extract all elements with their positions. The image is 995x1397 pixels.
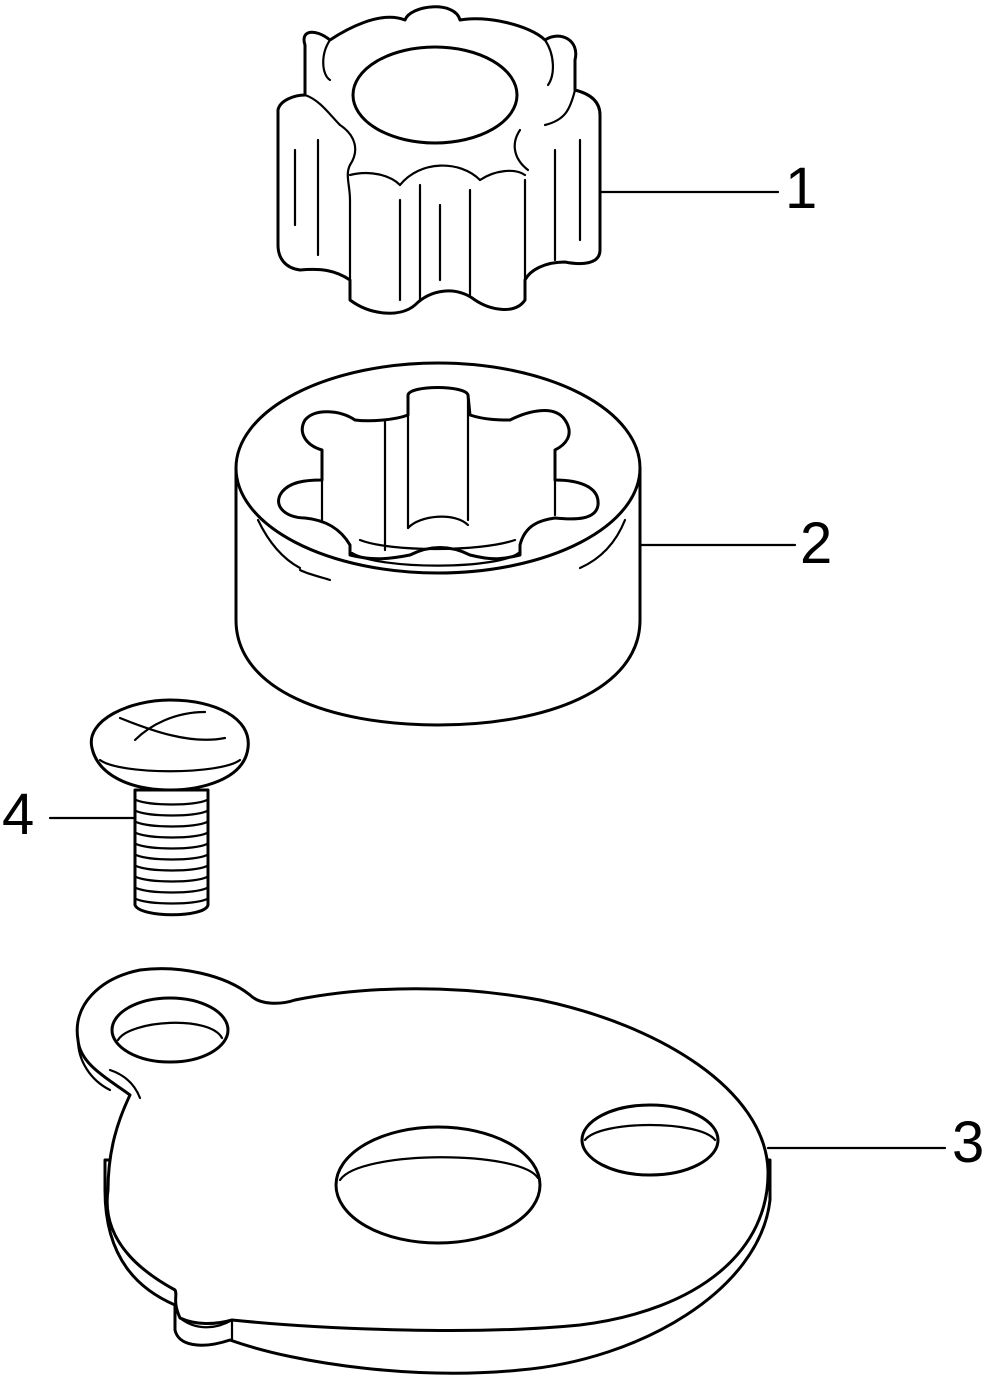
inner-rotor-gear [276,5,602,315]
screw-thread [134,831,209,839]
callout-label-3: 3 [952,1110,984,1175]
screw-thread [134,897,209,905]
screw-thread [134,798,209,806]
cover-plate [75,967,772,1375]
callout-4: 4 [2,782,137,847]
screw-thread [134,886,209,894]
screw-thread [134,809,209,817]
screw-thread [134,875,209,883]
screw-thread [134,853,209,861]
outer-rotor-ring [234,361,642,727]
screw-thread [134,820,209,828]
screw-thread [134,842,209,850]
screw [89,698,250,917]
callout-label-4: 4 [2,782,34,847]
callout-3: 3 [766,1110,984,1175]
callout-2: 2 [638,511,832,576]
screw-thread [134,864,209,872]
callout-1: 1 [598,156,817,221]
callout-label-2: 2 [800,511,832,576]
callout-label-1: 1 [785,156,817,221]
